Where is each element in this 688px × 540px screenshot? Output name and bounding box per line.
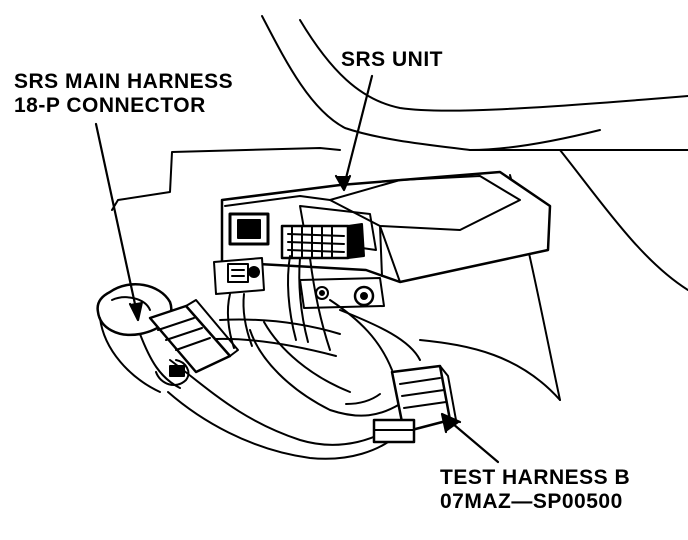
arrow-main-harness [94,122,140,320]
connector-18p [148,299,239,387]
arrow-srs-unit [342,74,374,188]
mounting-bracket [213,257,385,309]
srs-unit-body [220,170,552,284]
label-line: 07MAZ—SP00500 [440,490,623,513]
leader-arrows [94,74,500,464]
test-harness-connector [372,364,457,444]
label-srs-main-harness: SRS MAIN HARNESS 18-P CONNECTOR [14,70,233,118]
label-line: TEST HARNESS B [440,466,631,489]
label-line: SRS MAIN HARNESS [14,70,234,93]
label-line: 18-P CONNECTOR [14,94,206,117]
label-test-harness-b: TEST HARNESS B 07MAZ—SP00500 [440,466,630,514]
label-srs-unit: SRS UNIT [341,48,444,71]
